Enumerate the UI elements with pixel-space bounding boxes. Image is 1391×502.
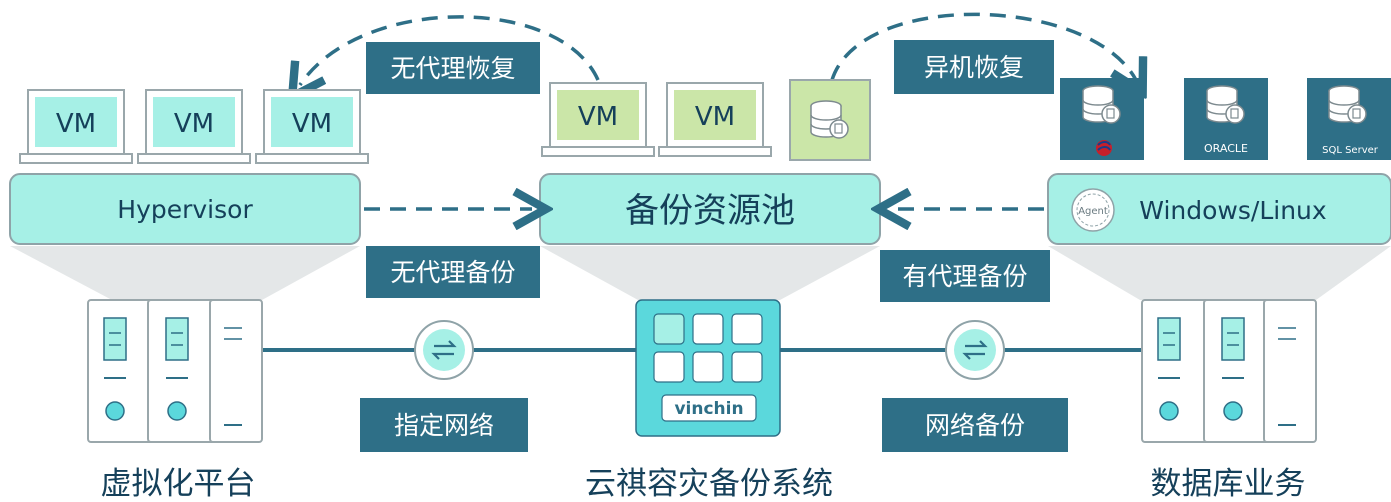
- backup-pool-box: 备份资源池: [539, 173, 881, 245]
- oracle-logo: ORACLE: [1204, 142, 1248, 155]
- network-backup-label: 网络备份: [925, 411, 1025, 440]
- agent-badge: Agent: [1071, 188, 1115, 232]
- windows-linux-label: Windows/Linux: [1139, 196, 1326, 225]
- windows-linux-box: Agent Windows/Linux: [1047, 173, 1391, 245]
- specified-network-label: 指定网络: [394, 411, 494, 440]
- vinchin-appliance: vinchin: [635, 299, 781, 437]
- caption-vinchin-system: 云祺容灾备份系统: [585, 466, 833, 502]
- db-sqlserver: SQL Server: [1307, 78, 1391, 160]
- sqlserver-logo: SQL Server: [1322, 145, 1379, 156]
- vm-label: VM: [292, 109, 332, 139]
- vm-laptop-1: VM: [19, 89, 133, 164]
- hypervisor-box: Hypervisor: [9, 173, 361, 245]
- pool-vm-laptop-2: VM: [658, 82, 772, 157]
- specified-network-box: [360, 398, 528, 452]
- server-unit: [1141, 299, 1211, 443]
- agentless-restore-label: 无代理恢复: [390, 54, 515, 83]
- agent-label: Agent: [1078, 206, 1108, 217]
- server-unit: [1263, 299, 1317, 443]
- network-backup-box: [882, 398, 1068, 452]
- exchange-icon-left: [414, 320, 474, 380]
- server-unit: [1203, 299, 1273, 443]
- sybase-logo: [1096, 140, 1112, 156]
- vm-label: VM: [695, 102, 735, 132]
- db-sybase: [1060, 78, 1144, 160]
- vm-label: VM: [578, 102, 618, 132]
- exchange-icon-right: [945, 320, 1005, 380]
- agent-backup-box: [880, 250, 1050, 302]
- caption-virtualization-platform: 虚拟化平台: [101, 466, 256, 502]
- backup-pool-label: 备份资源池: [625, 191, 795, 231]
- funnel-center: [540, 246, 880, 300]
- virtualization-servers: [87, 299, 263, 443]
- agentless-restore-arrow: [300, 15, 600, 85]
- caption-database-business: 数据库业务: [1151, 466, 1306, 502]
- cross-host-restore-box: [894, 40, 1054, 94]
- hypervisor-label: Hypervisor: [117, 195, 253, 224]
- agentless-backup-label: 无代理备份: [390, 258, 515, 287]
- database-servers: [1141, 299, 1317, 443]
- vinchin-logo: vinchin: [674, 399, 743, 419]
- vm-label: VM: [56, 109, 96, 139]
- vm-label: VM: [174, 109, 214, 139]
- cross-host-restore-label: 异机恢复: [924, 53, 1024, 82]
- vm-laptop-2: VM: [137, 89, 251, 164]
- pool-database: [789, 79, 871, 161]
- agent-backup-label: 有代理备份: [902, 262, 1027, 291]
- vm-laptop-3: VM: [255, 89, 369, 164]
- db-oracle: ORACLE: [1184, 78, 1268, 160]
- cross-host-restore-arrow: [830, 12, 1136, 80]
- server-unit: [209, 299, 263, 443]
- funnel-left: [10, 246, 360, 300]
- agentless-restore-box: [366, 42, 540, 94]
- server-unit: [147, 299, 217, 443]
- pool-vm-laptop-1: VM: [541, 82, 655, 157]
- server-unit: [87, 299, 157, 443]
- funnel-right: [1048, 246, 1391, 300]
- agentless-backup-box: [366, 246, 540, 298]
